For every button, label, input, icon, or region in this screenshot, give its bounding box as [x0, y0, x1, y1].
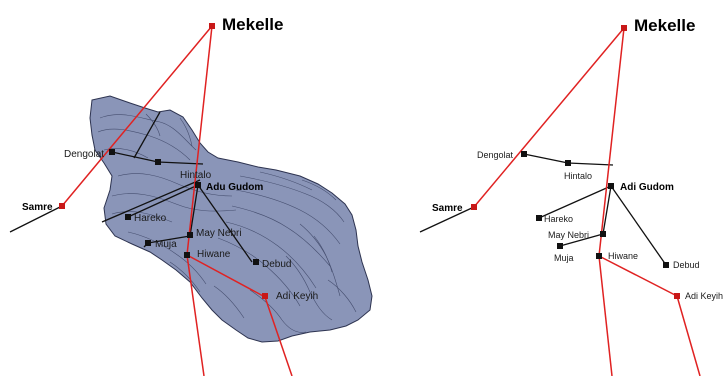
node-adi-gudom [608, 183, 614, 189]
label-samre: Samre [432, 203, 463, 214]
node-debud [253, 259, 259, 265]
terrain-region [89, 95, 373, 343]
node-may-nebri [600, 231, 606, 237]
label-hintalo: Hintalo [564, 171, 592, 181]
label-hiwane: Hiwane [197, 249, 231, 260]
label-debud: Debud [262, 259, 291, 270]
contour-lines [97, 113, 357, 333]
label-muja: Muja [155, 239, 177, 250]
label-adi-keyih: Adi Keyih [685, 291, 723, 301]
node-samre [59, 203, 65, 209]
node-samre [471, 204, 477, 210]
left-map: Mekelle Samre Dengolat Hintalo Adu Gudom… [9, 15, 373, 376]
node-adi-gudom [195, 182, 201, 188]
tracks [419, 153, 667, 266]
label-hintalo: Hintalo [180, 170, 212, 181]
label-mekelle: Mekelle [634, 16, 695, 35]
town-nodes [471, 25, 680, 299]
label-mekelle: Mekelle [222, 15, 283, 34]
node-hiwane [184, 252, 190, 258]
roads [473, 27, 701, 376]
tracks [9, 111, 253, 263]
node-hareko [125, 214, 131, 220]
label-may-nebri: May Nebri [196, 228, 242, 239]
label-adi-keyih: Adi Keyih [276, 291, 318, 302]
town-nodes [59, 23, 268, 299]
roads [61, 25, 293, 376]
node-hintalo [565, 160, 571, 166]
label-muja: Muja [554, 253, 574, 263]
node-dengolat [109, 149, 115, 155]
label-samre: Samre [22, 202, 53, 213]
node-adi-keyih [674, 293, 680, 299]
label-dengolat: Dengolat [477, 150, 514, 160]
node-hareko [536, 215, 542, 221]
node-muja [557, 243, 563, 249]
label-hiwane: Hiwane [608, 251, 638, 261]
node-muja [145, 240, 151, 246]
label-hareko: Hareko [544, 214, 573, 224]
node-dengolat [521, 151, 527, 157]
label-dengolat: Dengolat [64, 149, 104, 160]
label-hareko: Hareko [134, 213, 167, 224]
node-mekelle [621, 25, 627, 31]
label-adi-gudom: Adu Gudom [206, 182, 263, 193]
node-mekelle [209, 23, 215, 29]
node-may-nebri [187, 232, 193, 238]
node-adi-keyih [262, 293, 268, 299]
right-map: Mekelle Samre Dengolat Hintalo Adi Gudom… [419, 16, 723, 376]
label-debud: Debud [673, 260, 700, 270]
label-adi-gudom: Adi Gudom [620, 182, 674, 193]
node-hiwane [596, 253, 602, 259]
node-hintalo [155, 159, 161, 165]
label-may-nebri: May Nebri [548, 230, 589, 240]
node-debud [663, 262, 669, 268]
